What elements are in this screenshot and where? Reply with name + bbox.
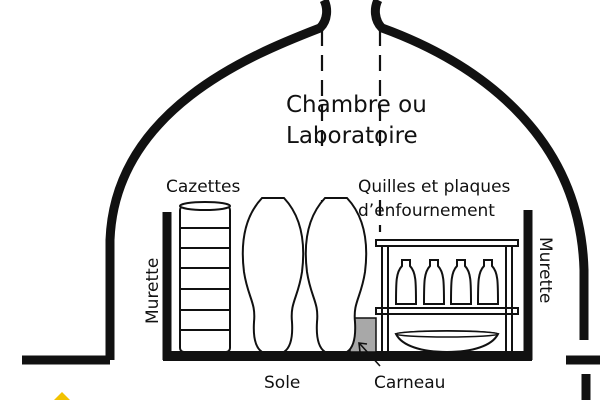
label-murette-right: Murette [535, 237, 555, 303]
label-quilles-line2: d’enfournement [358, 201, 495, 221]
cazettes-stack [179, 201, 231, 353]
label-chambre-line2: Laboratoire [286, 123, 418, 149]
wide-bowl-rim [395, 330, 499, 338]
flame-accent [54, 392, 70, 400]
label-murette-left: Murette [143, 258, 163, 324]
small-bottle [449, 259, 473, 305]
small-bottle [422, 259, 446, 305]
small-bottles [394, 259, 500, 305]
vase-left [241, 197, 305, 353]
small-bottle [476, 259, 500, 305]
kiln-dome-wall [105, 0, 589, 360]
vase-right [304, 197, 368, 353]
label-chambre-line1: Chambre ou [286, 92, 427, 118]
label-quilles-line1: Quilles et plaques [358, 177, 511, 197]
label-carneau: Carneau [374, 373, 445, 393]
shelf-rack [375, 239, 519, 352]
small-bottle [394, 259, 418, 305]
label-cazettes: Cazettes [166, 177, 240, 197]
label-sole: Sole [264, 373, 300, 393]
carneau-arrow [358, 342, 381, 367]
